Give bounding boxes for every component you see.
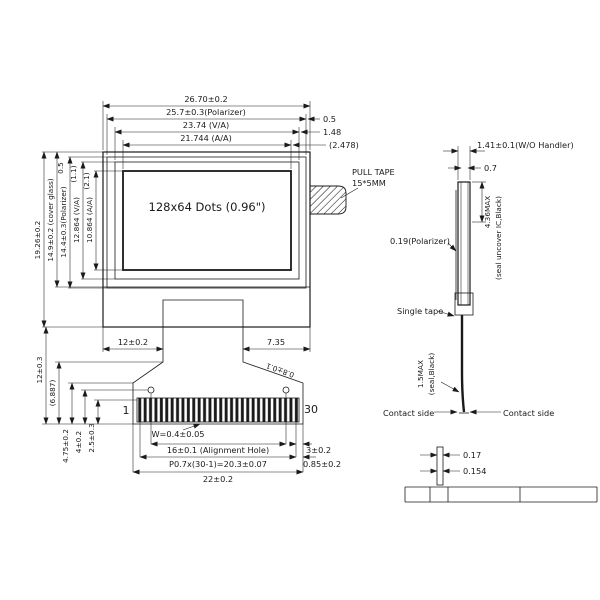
- offset-top-05: 0.5: [56, 162, 65, 174]
- contact-side-left-label: Contact side: [383, 408, 434, 418]
- dim-tail-height: 12±0.3: [35, 356, 44, 383]
- dim-aa-height: 10.864 (A/A): [85, 197, 94, 243]
- dim-thickness: 1.41±0.1(W/O Handler): [477, 140, 574, 150]
- polarizer-outline: [106, 156, 307, 289]
- pin-array: [136, 397, 300, 423]
- active-area-outline: [122, 170, 292, 271]
- title-block-partial: [404, 486, 598, 503]
- bottom-dimensions: 1 30 W=0.4±0.05 16±0.1 (Alignment Hole) …: [123, 393, 341, 484]
- pin-number-first: 1: [123, 404, 130, 417]
- dim-fpc-left-offset: 12±0.2: [118, 337, 148, 347]
- dim-pin-pitch: P0.7x(30-1)=20.3±0.07: [169, 459, 267, 469]
- offset-right-2478: (2.478): [329, 140, 359, 150]
- alignment-hole-right: [282, 386, 290, 394]
- dim-475: 4.75±0.2: [61, 429, 70, 463]
- dim-6887: (6.887): [48, 380, 57, 407]
- dim-017: 0.17: [463, 450, 481, 460]
- dim-total-height: 19.26±0.2: [33, 221, 42, 260]
- side-tape-wrap: [454, 292, 474, 316]
- dim-fpc-right-offset: 7.35: [267, 337, 285, 347]
- side-glass-stack: [457, 181, 471, 306]
- offset-top-11: (1.1): [69, 165, 78, 182]
- display-resolution-label: 128x64 Dots (0.96"): [149, 200, 266, 214]
- dim-cover-glass-height: 14.9±0.2 (cover glass): [46, 178, 55, 261]
- contact-cross-section: [436, 446, 444, 486]
- dim-seal-height: 4.36MAX: [483, 196, 492, 229]
- dim-seal-15max: 1.5MAX: [416, 360, 425, 388]
- alignment-hole-left: [147, 386, 155, 394]
- pull-tape-leader: [340, 187, 359, 199]
- side-view: 1.41±0.1(W/O Handler) 0.7 4.36MAX (seal …: [383, 140, 574, 418]
- tail-dimensions: 12±0.3 (6.887) 4.75±0.2 4±0.2 2.5±0.3: [35, 326, 163, 463]
- seal-black-note: (seal,Black): [427, 353, 436, 396]
- dim-fpc-slant: 0.8±0.1: [265, 361, 296, 379]
- dim-4: 4±0.2: [74, 431, 83, 453]
- offset-right-05: 0.5: [323, 114, 336, 124]
- viewing-area-outline: [114, 161, 300, 280]
- fpc-position-dimensions: 12±0.2 7.35 0.8±0.1: [102, 327, 311, 380]
- contact-detail: 0.17 0.154: [420, 446, 486, 486]
- dim-edge-085: 0.85±0.2: [303, 459, 341, 469]
- dim-pin-width: W=0.4±0.05: [151, 429, 204, 439]
- dim-07: 0.7: [484, 163, 497, 173]
- dim-polarizer-thickness: 0.19(Polarizer): [390, 236, 450, 246]
- dim-alignment-hole: 16±0.1 (Alignment Hole): [167, 445, 269, 455]
- dim-total-width: 26.70±0.2: [184, 94, 227, 104]
- offset-right-148: 1.48: [323, 127, 341, 137]
- dim-0154: 0.154: [463, 466, 486, 476]
- pull-tape-label-2: 15*5MM: [352, 178, 386, 188]
- dim-25: 2.5±0.3: [87, 423, 96, 453]
- dim-polarizer-width: 25.7±0.3(Polarizer): [166, 107, 246, 117]
- seal-uncover-note: (seal uncover IC,Black): [494, 196, 503, 280]
- dim-fpc-width: 22±0.2: [203, 474, 233, 484]
- dim-va-width: 23.74 (V/A): [183, 120, 229, 130]
- dim-edge-3: 3±0.2: [306, 445, 331, 455]
- front-view: 128x64 Dots (0.96") PULL TAPE 15*5MM: [102, 151, 395, 425]
- module-outline: [102, 151, 311, 328]
- pull-tape-label-1: PULL TAPE: [352, 167, 395, 177]
- pull-tape-tab: [309, 185, 347, 215]
- contact-side-right-label: Contact side: [503, 408, 554, 418]
- dim-va-height: 12.864 (V/A): [72, 197, 81, 243]
- offset-top-21: (2.1): [82, 172, 91, 189]
- top-dimensions: 26.70±0.2 25.7±0.3(Polarizer) 23.74 (V/A…: [102, 94, 359, 169]
- single-tape-label: Single tape: [397, 306, 443, 316]
- left-dimensions: 19.26±0.2 14.9±0.2 (cover glass) 14.4±0.…: [33, 151, 123, 328]
- dim-aa-width: 21.744 (A/A): [180, 133, 232, 143]
- dim-polarizer-height: 14.4±0.3(Polarizer): [59, 186, 68, 257]
- side-fpc-tail: [460, 315, 466, 413]
- pin-number-last: 30: [304, 403, 318, 416]
